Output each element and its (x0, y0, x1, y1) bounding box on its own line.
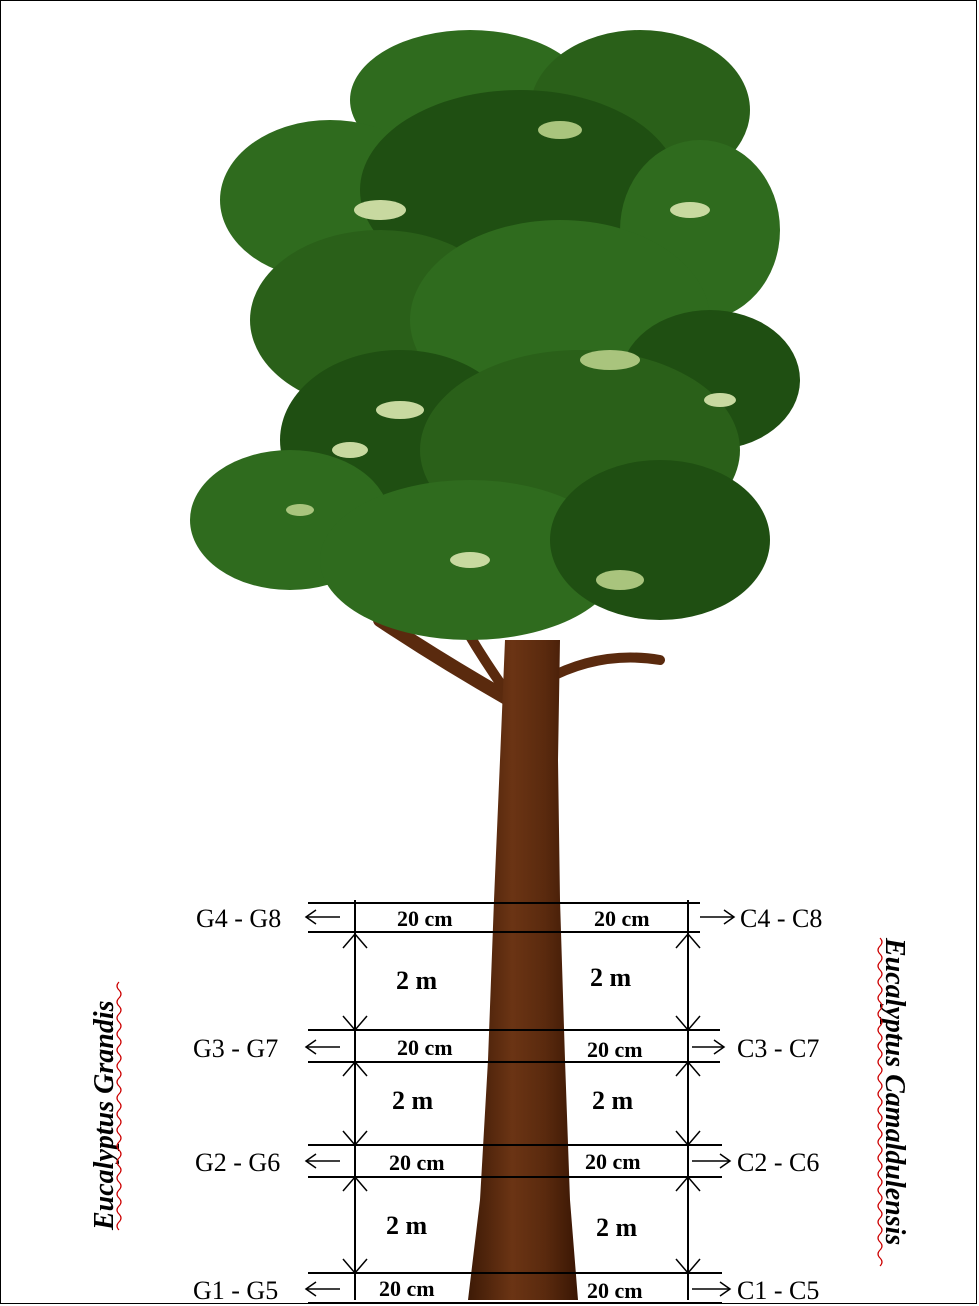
level-label-left: G3 - G7 (193, 1034, 278, 1063)
level-label-right: C1 - C5 (737, 1276, 819, 1305)
level-label-left: G4 - G8 (196, 904, 281, 933)
level-label-right: C2 - C6 (737, 1148, 819, 1177)
species-label-left: Eucalyptus Grandis (89, 1000, 120, 1231)
band-width-label: 20 cm (587, 1278, 643, 1303)
spacing-label: 2 m (592, 1086, 634, 1115)
spacing-label: 2 m (392, 1086, 434, 1115)
spacing-label: 2 m (386, 1211, 428, 1240)
band-width-label: 20 cm (585, 1149, 641, 1174)
tree-illustration (190, 30, 800, 1300)
band-width-label: 20 cm (587, 1037, 643, 1062)
spacing-label: 2 m (396, 966, 438, 995)
level-label-right: C4 - C8 (740, 904, 822, 933)
band-width-label: 20 cm (397, 906, 453, 931)
left-level-labels: G4 - G8 G3 - G7 G2 - G6 G1 - G5 (193, 904, 281, 1305)
level-label-left: G1 - G5 (193, 1276, 278, 1305)
right-level-labels: C4 - C8 C3 - C7 C2 - C6 C1 - C5 (737, 904, 822, 1305)
species-right: Eucalyptus Camaldulensis (878, 937, 910, 1266)
species-label-right: Eucalyptus Camaldulensis (879, 937, 910, 1245)
band-width-label: 20 cm (389, 1150, 445, 1175)
tree-foliage (190, 30, 800, 640)
spacing-label: 2 m (590, 963, 632, 992)
band-width-label: 20 cm (397, 1035, 453, 1060)
band-width-label: 20 cm (594, 906, 650, 931)
level-label-left: G2 - G6 (195, 1148, 280, 1177)
band-width-label: 20 cm (379, 1276, 435, 1301)
level-label-right: C3 - C7 (737, 1034, 819, 1063)
tree-trunk (468, 640, 578, 1300)
spacing-label: 2 m (596, 1213, 638, 1242)
species-left: Eucalyptus Grandis (89, 982, 121, 1231)
